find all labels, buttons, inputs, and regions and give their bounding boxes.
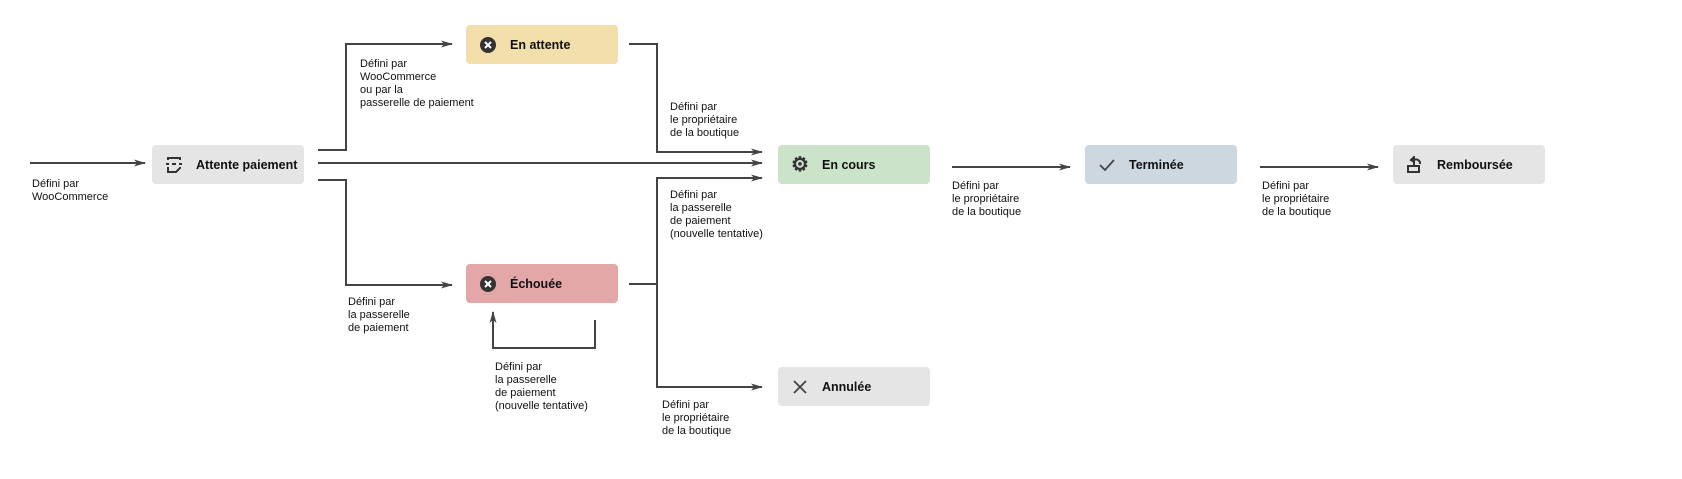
status-label: Annulée [822, 379, 872, 394]
status-on-hold: En attente [466, 25, 618, 64]
status-label: Attente paiement [196, 157, 298, 172]
label-failed-retry: Défini par la passerelle de paiement (no… [495, 361, 588, 412]
arrow-failed-to-processing [629, 174, 763, 285]
status-label: Remboursée [1437, 157, 1513, 172]
arrow-to-failed [318, 179, 453, 289]
label-on-hold-to-processing: Défini par le propriétaire de la boutiqu… [670, 101, 740, 139]
payment-pending-icon [164, 155, 184, 175]
status-label: Échouée [510, 276, 563, 291]
status-failed: Échouée [466, 264, 618, 303]
status-refunded: Remboursée [1393, 145, 1545, 184]
label-failed-to-processing: Défini par la passerelle de paiement (no… [670, 189, 763, 240]
label-to-cancelled: Défini par le propriétaire de la boutiqu… [662, 399, 732, 437]
status-completed: Terminée [1085, 145, 1237, 184]
gear-icon: ⚙ [791, 154, 809, 176]
refund-icon [1405, 155, 1425, 175]
label-to-refunded: Défini par le propriétaire de la boutiqu… [1262, 180, 1332, 218]
x-circle-icon [478, 35, 498, 55]
status-cancelled: Annulée [778, 367, 930, 406]
label-to-completed: Défini par le propriétaire de la boutiqu… [952, 180, 1022, 218]
arrow-failed-retry [489, 311, 596, 349]
check-icon [1097, 155, 1117, 175]
arrow-failed-to-cancelled [656, 284, 763, 391]
status-label: En cours [822, 157, 876, 172]
x-icon [790, 377, 810, 397]
status-label: Terminée [1129, 157, 1184, 172]
status-label: En attente [510, 37, 571, 52]
arrow-to-on-hold [318, 40, 453, 151]
status-pending: Attente paiement [152, 145, 304, 184]
label-entry: Défini par WooCommerce [32, 178, 109, 203]
status-processing: ⚙ En cours [778, 145, 930, 184]
label-to-on-hold: Défini par WooCommerce ou par la passere… [360, 58, 474, 109]
label-to-failed: Défini par la passerelle de paiement [348, 296, 410, 334]
x-circle-icon [478, 274, 498, 294]
arrow-on-hold-to-processing [629, 43, 763, 156]
